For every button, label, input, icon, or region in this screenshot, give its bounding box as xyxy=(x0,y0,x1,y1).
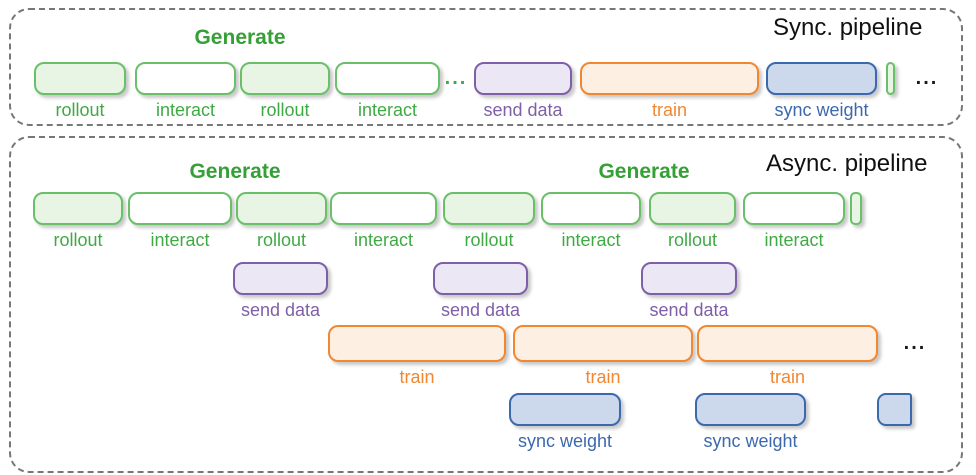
train-box: train xyxy=(697,325,878,388)
sync-weight-box-shape xyxy=(766,62,877,95)
sync-weight-box-shape xyxy=(509,393,621,426)
box-label: interact xyxy=(150,230,210,250)
interact-box-shape xyxy=(128,192,232,225)
box-label: interact xyxy=(561,230,621,250)
interact-box: interact xyxy=(743,192,845,251)
send-data-box-shape xyxy=(233,262,328,295)
train-box: train xyxy=(328,325,506,388)
send-data-box-shape xyxy=(641,262,737,295)
send-data-box-shape xyxy=(433,262,528,295)
interact-box-shape xyxy=(335,62,440,95)
rollout-box-shape xyxy=(236,192,327,225)
train-box: train xyxy=(513,325,693,388)
rollout-box: rollout xyxy=(34,62,126,121)
box-label: send data xyxy=(649,300,729,320)
ellipsis-trailing: ... xyxy=(915,67,939,89)
box-label: interact xyxy=(357,100,418,120)
next-rollout-sliver xyxy=(886,62,895,95)
sync-generate-header: Generate xyxy=(194,26,286,49)
sync-weight-box-shape xyxy=(695,393,806,426)
box-label: rollout xyxy=(53,230,103,250)
rollout-box-shape xyxy=(240,62,330,95)
send-data-box: send data xyxy=(433,262,528,321)
box-label: sync weight xyxy=(703,431,798,451)
send-data-box: send data xyxy=(233,262,328,321)
interact-box-shape xyxy=(330,192,437,225)
box-label: send data xyxy=(483,100,563,120)
next-sync-weight-partial xyxy=(877,393,912,426)
box-label: rollout xyxy=(260,100,310,120)
box-label: train xyxy=(769,367,805,387)
box-label: interact xyxy=(155,100,216,120)
partial-box-shape xyxy=(877,393,912,426)
train-box-shape xyxy=(580,62,759,95)
train-box-shape xyxy=(513,325,693,362)
train-box: train xyxy=(580,62,759,121)
sync-weight-box: sync weight xyxy=(695,393,806,452)
box-label: train xyxy=(585,367,621,387)
send-data-box-shape xyxy=(474,62,572,95)
train-box-shape xyxy=(328,325,506,362)
box-label: interact xyxy=(353,230,414,250)
rollout-box-shape xyxy=(33,192,123,225)
interact-box-shape xyxy=(541,192,641,225)
interact-box: interact xyxy=(330,192,437,251)
send-data-box: send data xyxy=(641,262,737,321)
async-generate-header-2: Generate xyxy=(598,160,690,183)
box-label: rollout xyxy=(256,230,307,250)
interact-box: interact xyxy=(128,192,232,251)
ellipsis-generate: ... xyxy=(444,67,468,89)
interact-box-shape xyxy=(743,192,845,225)
sync-panel-title: Sync. pipeline xyxy=(773,14,923,41)
sliver-shape xyxy=(886,62,895,95)
rollout-box-shape xyxy=(443,192,535,225)
send-data-box: send data xyxy=(474,62,572,121)
box-label: sync weight xyxy=(774,100,869,120)
box-label: rollout xyxy=(667,230,718,250)
interact-box: interact xyxy=(335,62,440,121)
rollout-box: rollout xyxy=(236,192,327,251)
box-label: train xyxy=(651,100,687,120)
ellipsis-trailing: ... xyxy=(903,332,927,354)
rollout-box: rollout xyxy=(33,192,123,251)
async-generate-header-1: Generate xyxy=(189,160,281,183)
box-label: send data xyxy=(440,300,521,320)
interact-box: interact xyxy=(135,62,236,121)
box-label: send data xyxy=(240,300,321,320)
train-box-shape xyxy=(697,325,878,362)
rollout-box: rollout xyxy=(649,192,736,251)
rollout-box-shape xyxy=(34,62,126,95)
rollout-box: rollout xyxy=(443,192,535,251)
interact-box: interact xyxy=(541,192,641,251)
async-panel-title: Async. pipeline xyxy=(766,150,928,177)
sync-weight-box: sync weight xyxy=(766,62,877,121)
box-label: train xyxy=(399,367,435,387)
sync-weight-box: sync weight xyxy=(509,393,621,452)
box-label: rollout xyxy=(464,230,514,250)
box-label: rollout xyxy=(55,100,105,120)
sliver-shape xyxy=(850,192,862,225)
interact-box-shape xyxy=(135,62,236,95)
rollout-box: rollout xyxy=(240,62,330,121)
next-rollout-sliver xyxy=(850,192,862,225)
rollout-box-shape xyxy=(649,192,736,225)
box-label: sync weight xyxy=(517,431,613,451)
box-label: interact xyxy=(764,230,824,250)
